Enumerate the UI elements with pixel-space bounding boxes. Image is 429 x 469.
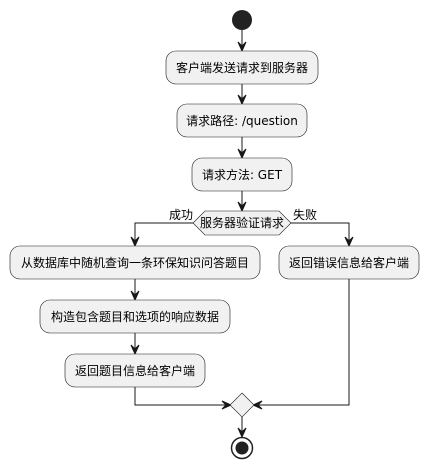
node-build-response: 构造包含题目和选项的响应数据	[39, 299, 231, 334]
node-label: 请求路径: /question	[186, 113, 298, 128]
node-box	[191, 157, 293, 192]
arrowhead	[221, 400, 233, 410]
edge-error-to-merge	[254, 279, 350, 406]
node-label: 从数据库中随机查询一条环保知识问答题目	[21, 255, 249, 270]
end-dot	[235, 441, 249, 455]
node-box	[9, 245, 261, 280]
arrowhead	[130, 290, 140, 302]
arrowhead	[237, 201, 247, 213]
node-query-db: 从数据库中随机查询一条环保知识问答题目	[9, 245, 261, 280]
node-label: 返回题目信息给客户端	[75, 363, 195, 378]
arrowhead	[130, 344, 140, 356]
decision-label: 服务器验证请求	[200, 215, 284, 230]
edge-return-to-merge	[134, 387, 230, 406]
edge-decision-success	[134, 222, 193, 245]
node-box	[39, 299, 231, 334]
start-node	[232, 10, 252, 30]
arrowhead	[237, 427, 247, 439]
edge-decision-failure	[291, 222, 350, 245]
node-label: 请求方法: GET	[202, 167, 283, 182]
branch-failure-label: 失败	[293, 207, 317, 222]
node-box	[64, 353, 206, 388]
node-return-question: 返回题目信息给客户端	[64, 353, 206, 388]
arrowhead	[237, 148, 247, 160]
end-node	[230, 436, 254, 460]
branch-success-label: 成功	[169, 208, 193, 222]
node-box	[278, 245, 420, 280]
node-return-error: 返回错误信息给客户端	[278, 245, 420, 280]
node-label: 返回错误信息给客户端	[289, 255, 409, 270]
edges	[130, 30, 354, 439]
arrowhead	[251, 400, 263, 410]
node-send-request: 客户端发送请求到服务器	[165, 50, 319, 85]
arrowhead	[344, 236, 354, 248]
merge-diamond	[229, 392, 255, 418]
arrowhead	[237, 41, 247, 53]
node-box	[165, 50, 319, 85]
node-box	[176, 103, 308, 138]
node-request-path: 请求路径: /question	[176, 103, 308, 138]
node-label: 客户端发送请求到服务器	[176, 60, 308, 75]
decision-hexagon	[192, 210, 292, 236]
node-request-method: 请求方法: GET	[191, 157, 293, 192]
decision-validate-request: 服务器验证请求 成功 失败	[169, 207, 317, 236]
arrowhead	[237, 94, 247, 106]
arrowhead	[130, 236, 140, 248]
node-label: 构造包含题目和选项的响应数据	[51, 309, 219, 324]
